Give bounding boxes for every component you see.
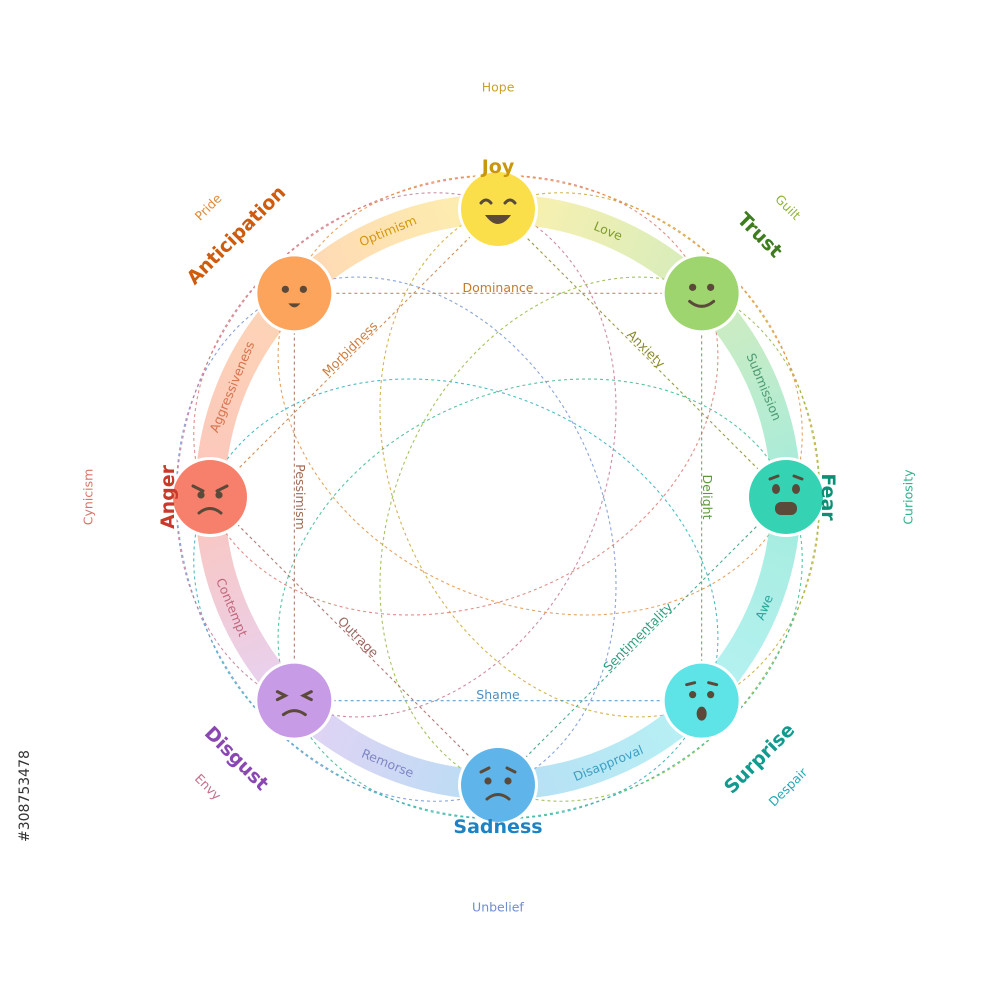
secondary-link xyxy=(497,208,787,498)
secondary-connection-lines xyxy=(209,208,787,786)
stock-image-id: #308753478 xyxy=(17,750,33,842)
tertiary-dyad-label: Guilt xyxy=(772,191,804,223)
surprise-face xyxy=(661,660,742,741)
joy-face xyxy=(458,169,538,249)
secondary-dyad-label: Anxiety xyxy=(624,327,669,372)
disgust-face xyxy=(254,660,335,741)
emotion-label-trust: Trust xyxy=(733,208,787,262)
emotion-label-anger: Anger xyxy=(157,464,179,529)
emotion-labels: JoyTrustFearSurpriseSadnessDisgustAngerA… xyxy=(157,156,839,838)
emotion-faces xyxy=(170,169,826,825)
secondary-dyad-label: Dominance xyxy=(463,280,534,295)
tertiary-dyad-label: Envy xyxy=(192,771,225,804)
tertiary-dyad-label: Cynicism xyxy=(80,469,95,526)
emotion-label-sadness: Sadness xyxy=(453,816,542,838)
anger-face xyxy=(170,457,250,537)
secondary-dyad-label: Shame xyxy=(476,687,520,702)
secondary-link xyxy=(209,208,499,498)
tertiary-dyad-label: Unbelief xyxy=(472,899,524,914)
secondary-dyad-label: Pessimism xyxy=(293,464,308,530)
tertiary-dyad-label: Curiosity xyxy=(900,469,915,525)
tertiary-dyad-label: Pride xyxy=(192,190,225,223)
secondary-link xyxy=(209,496,499,786)
secondary-dyad-label: Delight xyxy=(700,474,715,519)
secondary-dyad-label: Morbidness xyxy=(319,318,380,379)
secondary-dyad-label: Outrage xyxy=(335,613,382,660)
fear-face xyxy=(746,457,826,537)
emotion-label-joy: Joy xyxy=(480,156,515,178)
anticipation-face xyxy=(254,253,335,334)
sadness-face xyxy=(458,745,538,825)
secondary-link xyxy=(497,496,787,786)
tertiary-dyad-label: Hope xyxy=(482,79,515,94)
trust-face xyxy=(661,253,742,334)
tertiary-dyad-label: Despair xyxy=(766,764,811,809)
emotion-label-fear: Fear xyxy=(817,473,839,521)
